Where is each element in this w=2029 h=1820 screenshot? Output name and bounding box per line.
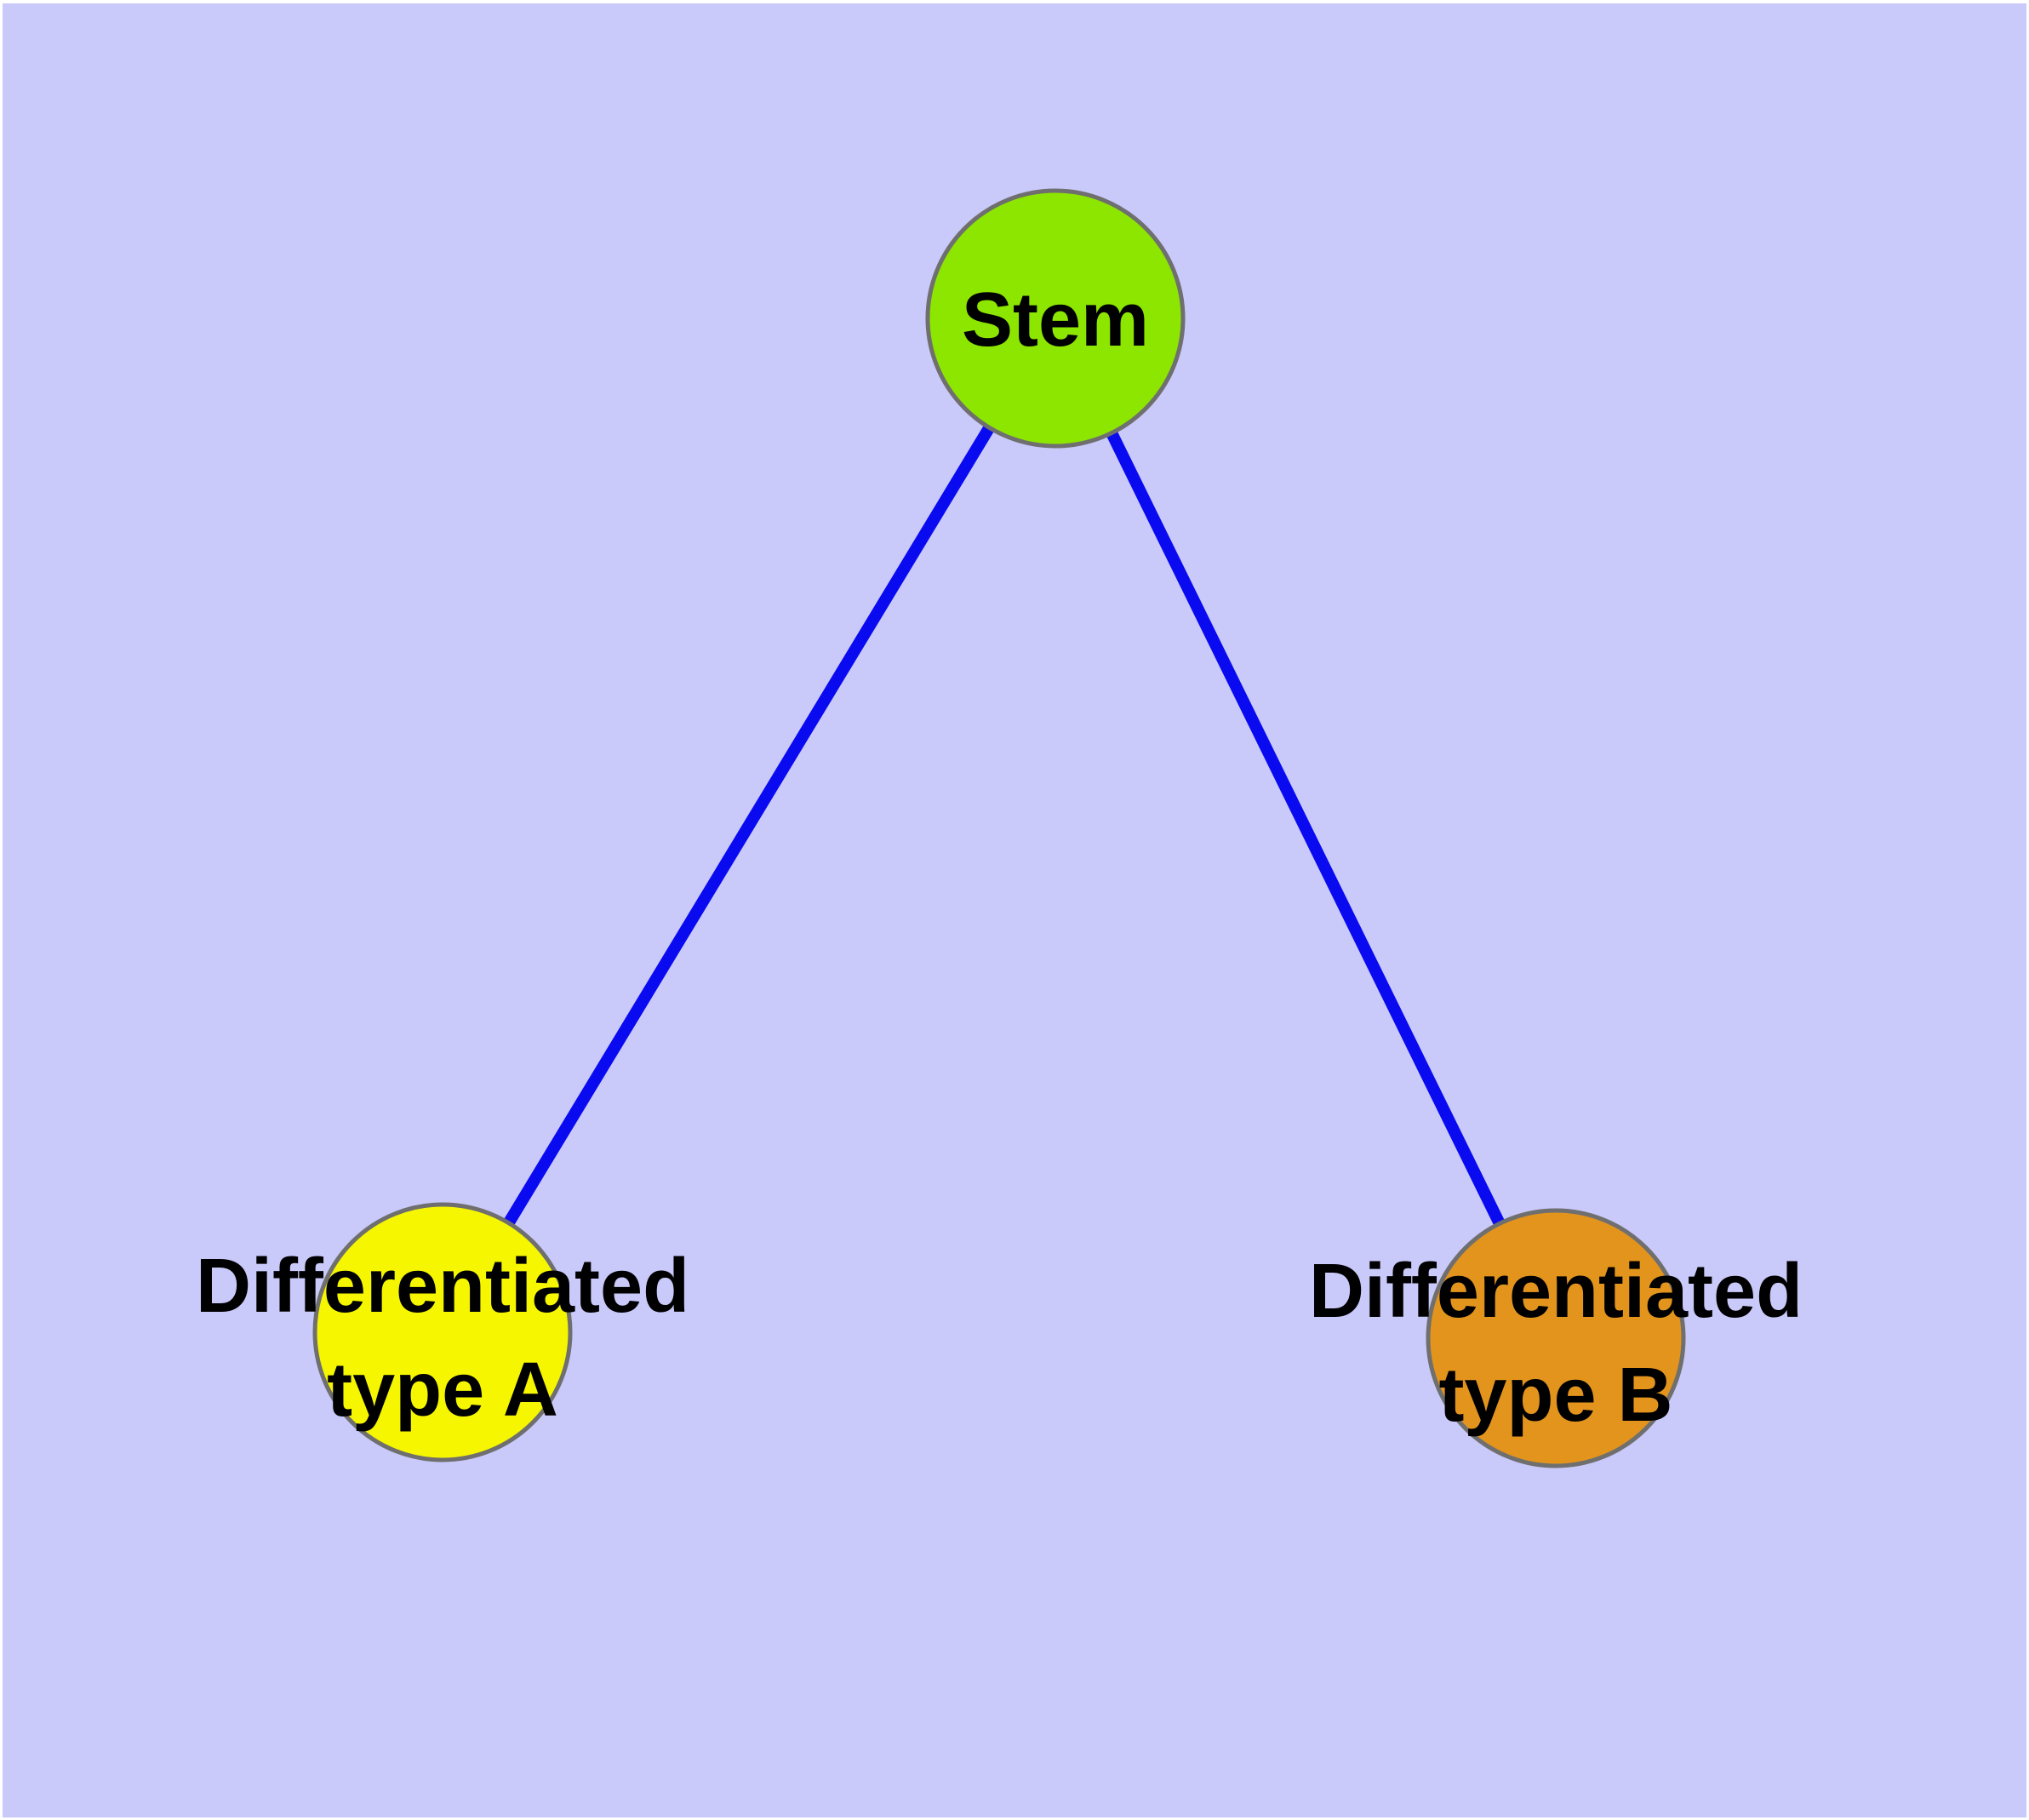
node-stem	[925, 188, 1186, 449]
node-differentiated-type-a	[312, 1202, 573, 1462]
edge-stem-to-type-a	[437, 315, 1060, 1336]
edge-stem-to-type-b	[1049, 315, 1562, 1342]
node-differentiated-type-b	[1426, 1208, 1686, 1468]
